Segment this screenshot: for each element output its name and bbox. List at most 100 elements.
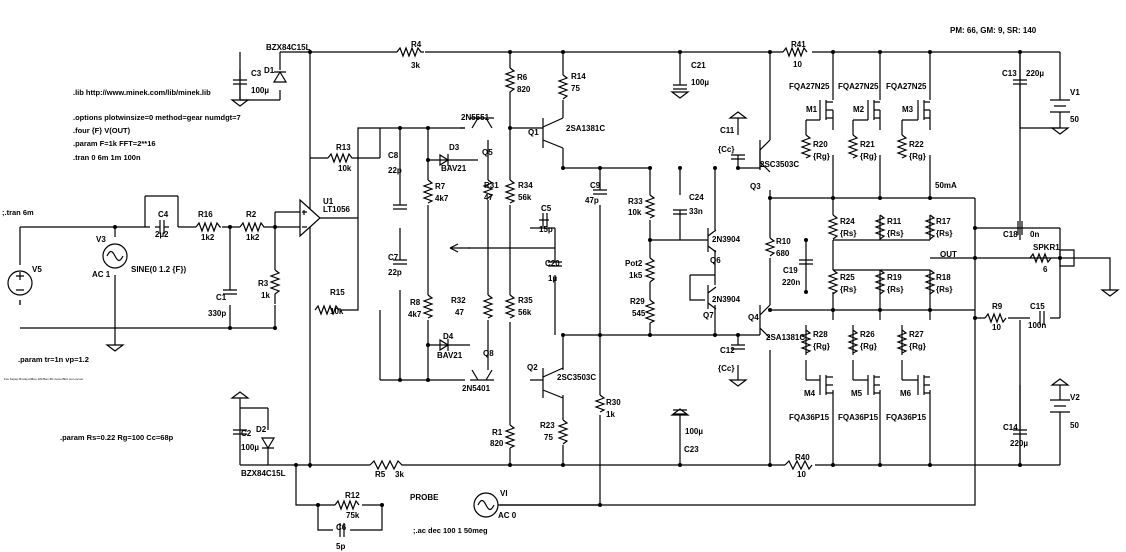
capacitors: [155, 52, 1045, 537]
c5-value: 15p: [539, 225, 553, 234]
r32-ref: R32: [451, 296, 466, 305]
r5-value: 3k: [395, 470, 404, 479]
r11-ref: R11: [887, 217, 902, 226]
tran-comment: ;.tran 6m: [2, 208, 34, 217]
r40-value: 10: [797, 470, 806, 479]
pot2-ref: Pot2: [625, 259, 643, 268]
c15-value: 100n: [1028, 321, 1046, 330]
r12-ref: R12: [345, 491, 360, 500]
r10-ref: R10: [776, 237, 791, 246]
q4-value: 2SA1381C: [766, 333, 805, 342]
c21-ref: C21: [691, 61, 706, 70]
r31-ref: R31: [484, 181, 499, 190]
c6-value: 5p: [336, 542, 345, 551]
r34-value: 56k: [518, 193, 532, 202]
r4-ref: R4: [411, 40, 422, 49]
q6-ref: Q6: [710, 256, 721, 265]
d4-ref: D4: [443, 332, 454, 341]
c11-value: {Cc}: [718, 145, 734, 154]
r21-value: {Rg}: [860, 152, 877, 161]
r21-ref: R21: [860, 140, 875, 149]
r30-ref: R30: [606, 398, 621, 407]
c4-ref: C4: [158, 210, 169, 219]
junctions: [113, 50, 1062, 507]
c13-value: 220µ: [1026, 69, 1044, 78]
r33-ref: R33: [628, 197, 643, 206]
q7-value: 2N3904: [712, 295, 741, 304]
r40-ref: R40: [795, 453, 810, 462]
m1-ref: M1: [806, 105, 818, 114]
r31-value: 47: [484, 193, 493, 202]
m1-value: FQA27N25: [789, 82, 830, 91]
r25-ref: R25: [840, 273, 855, 282]
d4-value: BAV21: [437, 351, 463, 360]
c20-value: 1µ: [548, 274, 557, 283]
d3-value: BAV21: [441, 164, 467, 173]
r17-ref: R17: [936, 217, 951, 226]
c1-value: 330p: [208, 309, 226, 318]
v1-ref: V1: [1070, 88, 1080, 97]
c18-value: 0n: [1030, 230, 1039, 239]
c12-value: {Cc}: [718, 364, 734, 373]
r20-value: {Rg}: [813, 152, 830, 161]
r2-ref: R2: [246, 210, 257, 219]
r15-ref: R15: [330, 288, 345, 297]
m6-value: FQA36P15: [886, 413, 927, 422]
u1-value: LT1056: [323, 205, 351, 214]
r22-ref: R22: [909, 140, 924, 149]
q3-ref: Q3: [750, 182, 761, 191]
grounds: [105, 91, 1120, 416]
r26-ref: R26: [860, 330, 875, 339]
tran-directive: .tran 0 6m 1m 100n: [73, 153, 141, 162]
opamp: [299, 198, 321, 238]
d2-value-top: BZX84C15L: [266, 43, 311, 52]
param-f-directive: .param F=1k FFT=2**16: [73, 139, 156, 148]
r23-ref: R23: [540, 421, 555, 430]
c3-ref: C3: [251, 69, 262, 78]
r19-ref: R19: [887, 273, 902, 282]
r12-value: 75k: [346, 511, 360, 520]
c24-ref: C24: [689, 193, 704, 202]
c2-value: 100µ: [241, 443, 259, 452]
r4-value: 3k: [411, 61, 420, 70]
spkr1-value: 6: [1043, 265, 1048, 274]
v2-value: 50: [1070, 421, 1079, 430]
probe-net-label: PROBE: [410, 493, 439, 502]
r14-ref: R14: [571, 72, 586, 81]
four-directive: .four {F} V(OUT): [73, 126, 131, 135]
r19-value: {Rs}: [887, 285, 903, 294]
r32-value: 47: [455, 308, 464, 317]
r16-ref: R16: [198, 210, 213, 219]
r15-value: 10k: [330, 307, 344, 316]
r6-ref: R6: [517, 73, 528, 82]
ac-directive: ;.ac dec 100 1 50meg: [413, 526, 488, 535]
speaker-symbol: [1059, 249, 1075, 267]
q1-ref: Q1: [528, 128, 539, 137]
r20-ref: R20: [813, 140, 828, 149]
transistors: [460, 100, 930, 399]
q5-ref: Q5: [482, 148, 493, 157]
c19-value: 220n: [782, 278, 800, 287]
r16-value: 1k2: [201, 233, 215, 242]
pm-label: PM: 66, GM: 9, SR: 140: [950, 26, 1037, 35]
m3-ref: M3: [902, 105, 914, 114]
r27-ref: R27: [909, 330, 924, 339]
c18-ref: C18: [1003, 230, 1018, 239]
d2-ref: D2: [256, 425, 267, 434]
r30-value: 1k: [606, 410, 615, 419]
c3-value: 100µ: [251, 86, 269, 95]
c20-ref: C20: [545, 259, 560, 268]
r28-ref: R28: [813, 330, 828, 339]
c2-ref: C2: [241, 429, 252, 438]
q4-ref: Q4: [748, 313, 759, 322]
c4-value: 2µ2: [155, 230, 169, 239]
r26-value: {Rg}: [860, 342, 877, 351]
r28-value: {Rg}: [813, 342, 830, 351]
r23-value: 75: [544, 433, 553, 442]
r18-value: {Rs}: [936, 285, 952, 294]
r27-value: {Rg}: [909, 342, 926, 351]
r25-value: {Rs}: [840, 285, 856, 294]
r35-value: 56k: [518, 308, 532, 317]
r22-value: {Rg}: [909, 152, 926, 161]
c14-ref: C14: [1003, 423, 1018, 432]
